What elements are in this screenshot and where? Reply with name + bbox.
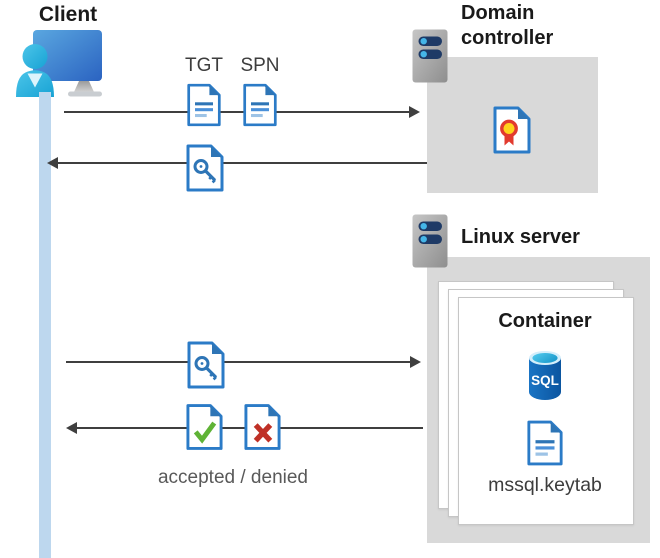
domain-controller-label: Domain controller — [461, 2, 554, 49]
spn-label: SPN — [240, 55, 280, 76]
linux-server-label: Linux server — [461, 226, 580, 248]
tgt-document-icon — [187, 83, 221, 127]
domain-controller-server-icon — [412, 29, 448, 83]
denied-document-icon — [244, 404, 281, 450]
tgt-label: TGT — [185, 55, 223, 76]
arrowhead-right-icon — [410, 356, 421, 368]
certificate-document-icon — [493, 106, 531, 154]
accepted-document-icon — [186, 404, 223, 450]
arrow-ticket-response — [47, 157, 427, 169]
key-ticket-document-icon — [186, 144, 224, 192]
monitor-icon — [33, 30, 102, 81]
linux-server-icon — [412, 214, 448, 268]
arrowhead-right-icon — [409, 106, 420, 118]
sql-label: SQL — [531, 373, 559, 388]
arrowhead-left-icon — [47, 157, 58, 169]
keytab-document-icon — [527, 420, 563, 466]
client-icon — [16, 30, 102, 97]
sql-database-icon: SQL — [529, 351, 561, 400]
container-card-front — [458, 297, 634, 525]
client-lifeline — [39, 92, 51, 558]
container-label: Container — [498, 310, 592, 332]
arrow-tgt-spn-request — [64, 106, 420, 118]
spn-document-icon — [243, 83, 277, 127]
accepted-denied-label: accepted / denied — [157, 467, 308, 488]
arrowhead-left-icon — [66, 422, 77, 434]
key-ticket-document-icon — [187, 341, 225, 389]
arrow-ticket-to-sql — [66, 356, 421, 368]
keytab-label: mssql.keytab — [488, 474, 602, 496]
client-label: Client — [38, 3, 98, 26]
